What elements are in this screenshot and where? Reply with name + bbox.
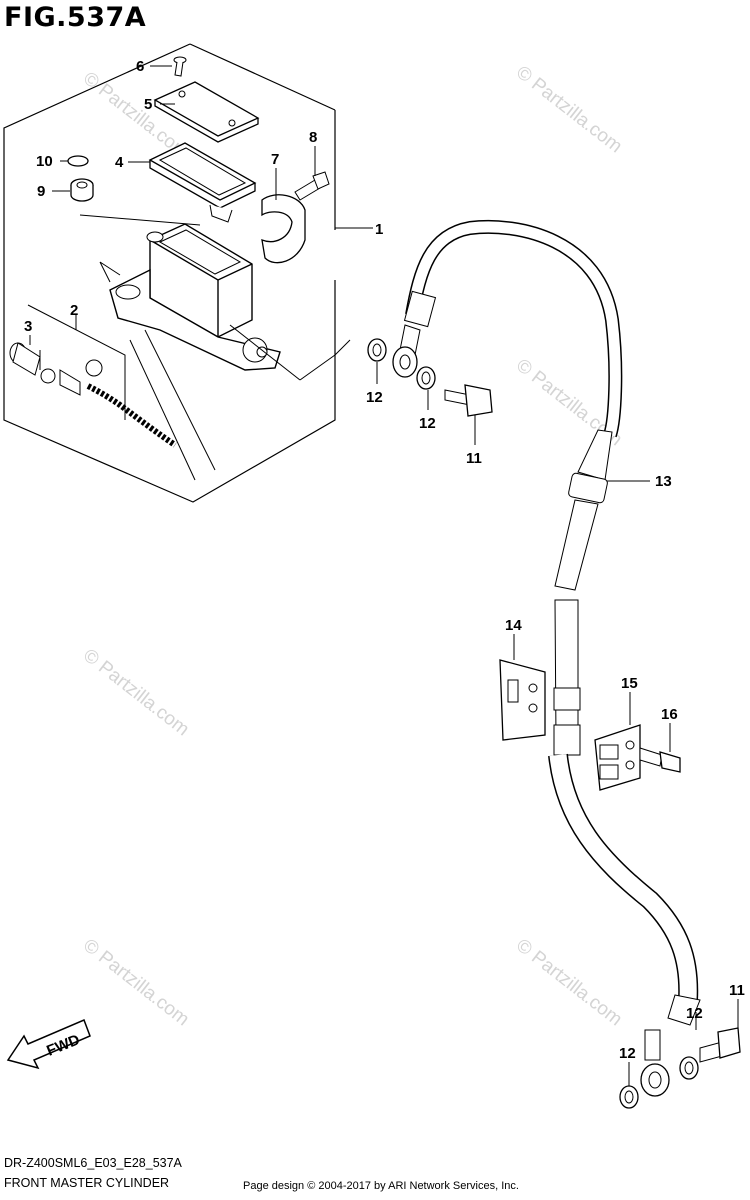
- part-label: 12: [686, 1005, 703, 1022]
- model-code: DR-Z400SML6_E03_E28_537A: [4, 1156, 182, 1170]
- clamp-part-15: [594, 724, 641, 791]
- fwd-arrow-icon: FWD: [6, 1019, 91, 1070]
- part-label: 13: [655, 473, 672, 490]
- figure-title: FIG.537A: [4, 2, 147, 33]
- assembly-outline: [3, 43, 336, 503]
- banjo-bolt-part-11: [699, 1027, 741, 1063]
- part-label: 11: [466, 450, 482, 467]
- leader-lines: [29, 65, 739, 1086]
- part-label: 5: [144, 96, 152, 113]
- part-label: 6: [136, 58, 144, 75]
- part-label: 9: [37, 183, 45, 200]
- banjo-bolt-part-11: [444, 384, 493, 417]
- bolt-part-8: [294, 171, 330, 201]
- cover-part-5: [153, 81, 260, 137]
- part-label: 12: [619, 1045, 636, 1062]
- part-label: 10: [36, 153, 53, 170]
- screw-part-6: [173, 56, 187, 77]
- part-labels: 1 2 3 4 5 6 7 8 9 10 11 12 12 11 13 14 1…: [24, 58, 745, 1062]
- part-label: 15: [621, 675, 638, 692]
- holder-part-7: [261, 194, 306, 264]
- clip-part-10: [67, 155, 89, 167]
- part-label: 12: [419, 415, 436, 432]
- diagram-caption: FRONT MASTER CYLINDER: [4, 1176, 170, 1190]
- part-label: 16: [661, 706, 678, 723]
- piston-kit: [9, 304, 177, 448]
- bolt-part-16: [639, 747, 681, 773]
- brake-hose: [405, 219, 701, 1026]
- diaphragm-part-4: [148, 142, 257, 201]
- footer-copyright: Page design © 2004-2017 by ARI Network S…: [243, 1180, 519, 1192]
- upper-banjo-fitting: [392, 290, 437, 378]
- part-label: 7: [271, 151, 279, 168]
- part-label: 12: [366, 389, 383, 406]
- master-cylinder-body: [99, 223, 281, 371]
- boot-part-9: [70, 178, 94, 202]
- part-label: 4: [115, 154, 124, 171]
- part-label: 11: [729, 982, 745, 999]
- part-label: 1: [375, 221, 383, 238]
- clamp-part-14: [499, 659, 546, 741]
- part-label: 8: [309, 129, 317, 146]
- lower-banjo-fitting: [640, 1029, 670, 1097]
- part-label: 14: [505, 617, 522, 634]
- part-label: 3: [24, 318, 32, 335]
- part-label: 2: [70, 302, 78, 319]
